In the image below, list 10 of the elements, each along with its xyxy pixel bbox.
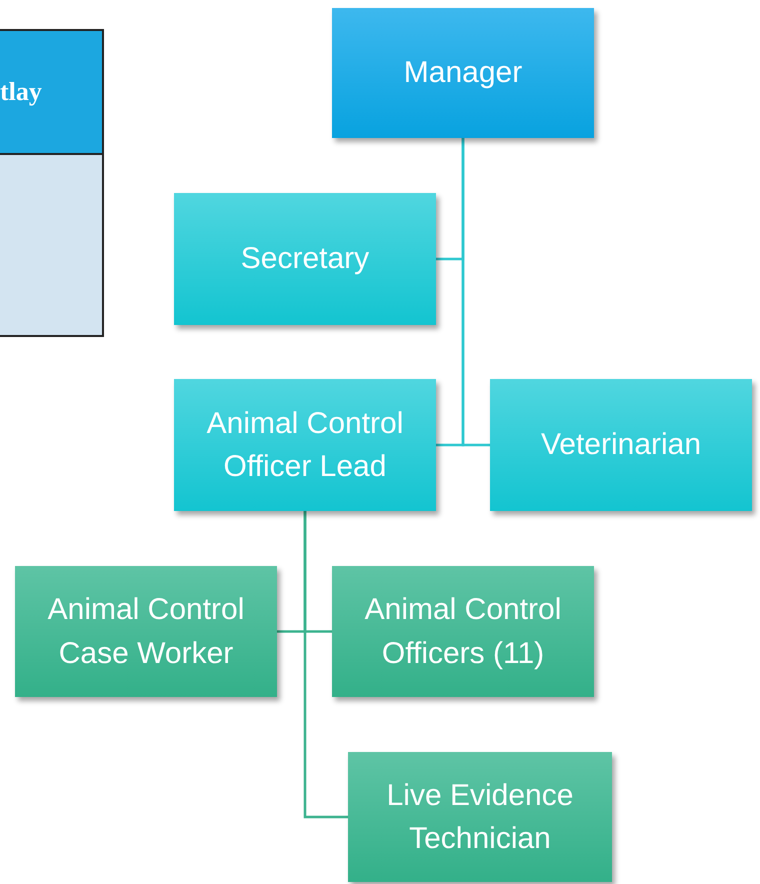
role-box: Animal Control Case Worker	[15, 566, 277, 697]
role-box: Animal Control Officer Lead	[174, 379, 436, 511]
role-box: Secretary	[174, 193, 436, 325]
role-box: Manager	[332, 8, 594, 138]
header-text: tlay	[0, 77, 42, 107]
role-box: Veterinarian	[490, 379, 752, 511]
connector-line	[304, 511, 348, 818]
role-box: Animal Control Officers (11)	[332, 566, 594, 697]
role-box: Live Evidence Technician	[348, 752, 612, 882]
connector-line	[462, 138, 490, 446]
